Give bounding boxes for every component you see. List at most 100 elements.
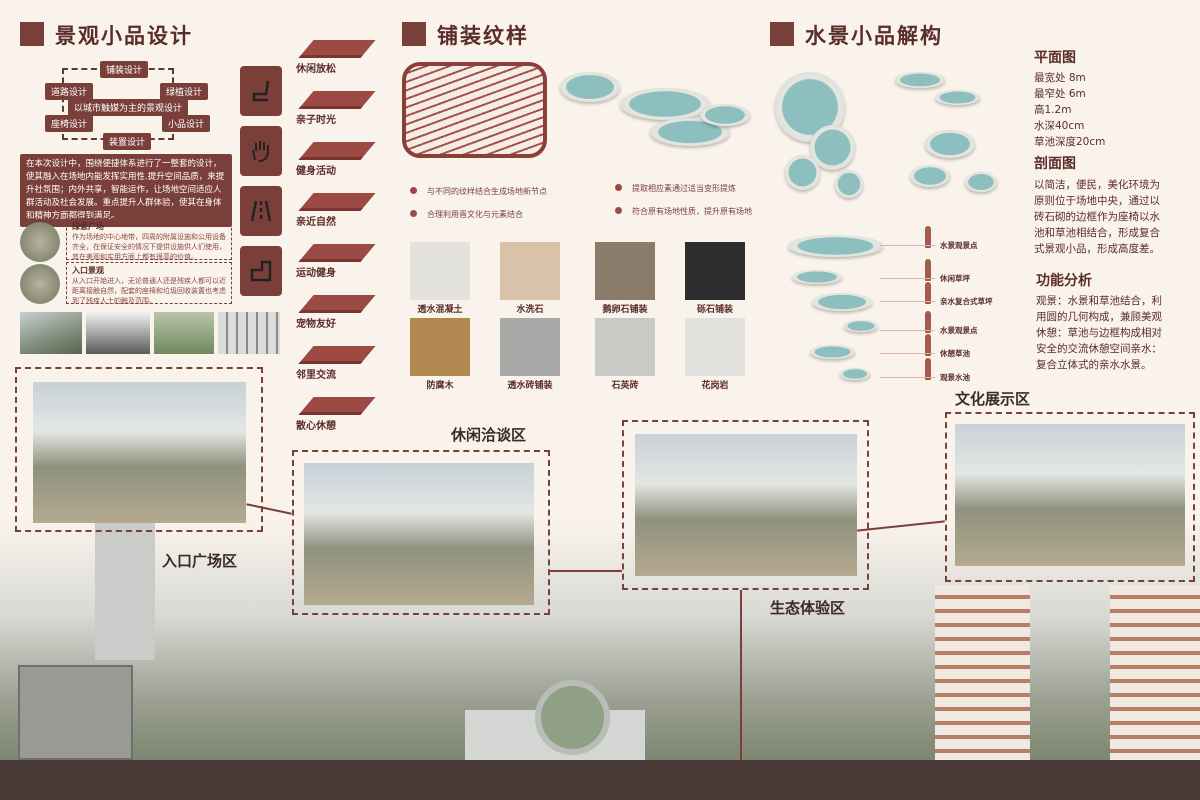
note-image	[20, 222, 60, 262]
note-entrance: 入口景观从入口开始进入，无论普通人还是残疾人都可以近距离接触自然，配套的座椅和垃…	[66, 262, 232, 305]
note-title: 入口景观	[72, 266, 104, 275]
section-label: 休憩草池	[940, 349, 970, 358]
ground	[0, 760, 1200, 800]
paving-bullet: 符合原有场地性质，提升原有场地	[615, 206, 752, 217]
paving-pool	[560, 72, 620, 102]
section-layer	[840, 368, 870, 380]
activity-item: 宠物友好	[296, 295, 376, 330]
section-label: 水景观景点	[940, 241, 978, 250]
function-text: 观景：水景和草池结合，利用圆的几何构成，兼顾美观休憩：草池与边框构成相对安全的交…	[1036, 295, 1162, 371]
person-figure-icon	[925, 311, 931, 333]
leisure-render	[304, 463, 534, 605]
section-marker	[770, 22, 794, 46]
water-plan-pool	[785, 155, 820, 190]
diagram-right2: 小品设计	[162, 115, 211, 132]
note-image	[20, 264, 60, 304]
water-3d-pool	[910, 165, 950, 187]
kiosk-building	[18, 665, 133, 760]
leader-line	[880, 330, 935, 331]
moon-gate	[535, 680, 610, 755]
swatch-label: 花岗岩	[701, 381, 729, 391]
zone-label-eco: 生态体验区	[770, 599, 846, 617]
person-figure-icon	[925, 259, 931, 281]
function-title: 功能分析	[1036, 273, 1092, 289]
diagram-left2: 座椅设计	[45, 115, 94, 132]
leader-line	[880, 278, 935, 279]
photo-bench	[86, 312, 150, 354]
zone-frame	[292, 450, 550, 615]
background-tower	[95, 520, 155, 660]
zone-frame	[945, 412, 1195, 582]
swatch-label: 水洗石	[516, 305, 544, 315]
culture-render	[955, 424, 1185, 566]
activity-item: 休闲放松	[296, 40, 376, 75]
swatch-label: 鹅卵石铺装	[602, 305, 648, 315]
section-label: 观景水池	[940, 373, 970, 382]
entrance-render	[33, 382, 246, 523]
section-label: 水景观景点	[940, 326, 978, 335]
swatch-0	[410, 242, 470, 300]
paving-pool	[700, 104, 750, 126]
eco-render	[635, 434, 857, 576]
person-figure-icon	[925, 226, 931, 248]
section-text: 以简洁，便民，美化环境为原则位于场地中央，通过以砖石砌的边框作为座椅以水池和草池…	[1034, 179, 1160, 255]
paving-pool	[620, 88, 710, 120]
water-3d-pool	[925, 130, 975, 158]
swatch-label: 透水混凝土	[417, 305, 463, 315]
swatch-5	[500, 318, 560, 376]
zone-label-leisure: 休闲洽谈区	[451, 426, 527, 444]
leader-line	[880, 353, 935, 354]
zone-frame	[622, 420, 869, 590]
diagram-left1: 道路设计	[45, 83, 94, 100]
apartment-building	[935, 585, 1030, 760]
section-layer	[812, 293, 872, 311]
apartment-building	[1110, 585, 1200, 760]
water-3d-pool	[895, 72, 945, 88]
water-3d-pool	[935, 90, 980, 105]
connector-line	[740, 590, 742, 760]
section-layer	[792, 270, 842, 284]
person-figure-icon	[925, 282, 931, 304]
stairs-icon	[240, 246, 282, 296]
photo-paving	[218, 312, 280, 354]
diagram-top: 铺装设计	[100, 61, 149, 78]
connector-line	[550, 570, 622, 572]
activity-item: 邻里交流	[296, 346, 376, 381]
section-title: 剖面图	[1034, 156, 1076, 172]
zone-label-entrance: 入口广场区	[162, 552, 238, 570]
note-green-plaza: 绿意广场作为场地的中心地带，四周的附属设施和公用设备齐全，在保证安全的情况下提供…	[66, 218, 232, 261]
hand-icon	[240, 126, 282, 176]
photo-plants	[154, 312, 214, 354]
person-figure-icon	[925, 334, 931, 356]
note-text: 作为场地的中心地带，四周的附属设施和公用设备齐全，在保证安全的情况下提供设施供人…	[72, 233, 226, 261]
leader-line	[880, 245, 935, 246]
photo-ramp	[20, 312, 82, 354]
activity-item: 运动健身	[296, 244, 376, 279]
swatch-4	[410, 318, 470, 376]
diagram-center: 以城市触媒为主的景观设计	[68, 99, 189, 116]
paving-bullet: 提取相应素通过适当变形提炼	[615, 183, 736, 194]
activity-item: 健身活动	[296, 142, 376, 177]
section-marker	[402, 22, 426, 46]
section-layer	[810, 345, 855, 359]
intro-paragraph: 在本次设计中，围绕便捷体系进行了一整套的设计，使其融入在场地内能发挥实用性.提升…	[20, 154, 232, 227]
leader-line	[880, 377, 935, 378]
swatch-3	[685, 242, 745, 300]
section-title-water: 水景小品解构	[805, 24, 943, 48]
swatch-2	[595, 242, 655, 300]
activity-item: 散心休憩	[296, 397, 376, 432]
zone-label-culture: 文化展示区	[955, 390, 1031, 408]
activity-item: 亲近自然	[296, 193, 376, 228]
note-title: 绿意广场	[72, 222, 104, 231]
paving-bullet: 合理利用晋文化与元素结合	[410, 209, 523, 220]
section-marker	[20, 22, 44, 46]
activity-item: 亲子时光	[296, 91, 376, 126]
section-title-paving: 铺装纹样	[437, 24, 529, 48]
leader-line	[880, 301, 935, 302]
paving-pattern-stamp	[402, 62, 547, 158]
section-label: 休闲草坪	[940, 274, 970, 283]
swatch-label: 砾石铺装	[696, 305, 733, 315]
section-layer	[844, 320, 878, 332]
person-figure-icon	[925, 358, 931, 380]
